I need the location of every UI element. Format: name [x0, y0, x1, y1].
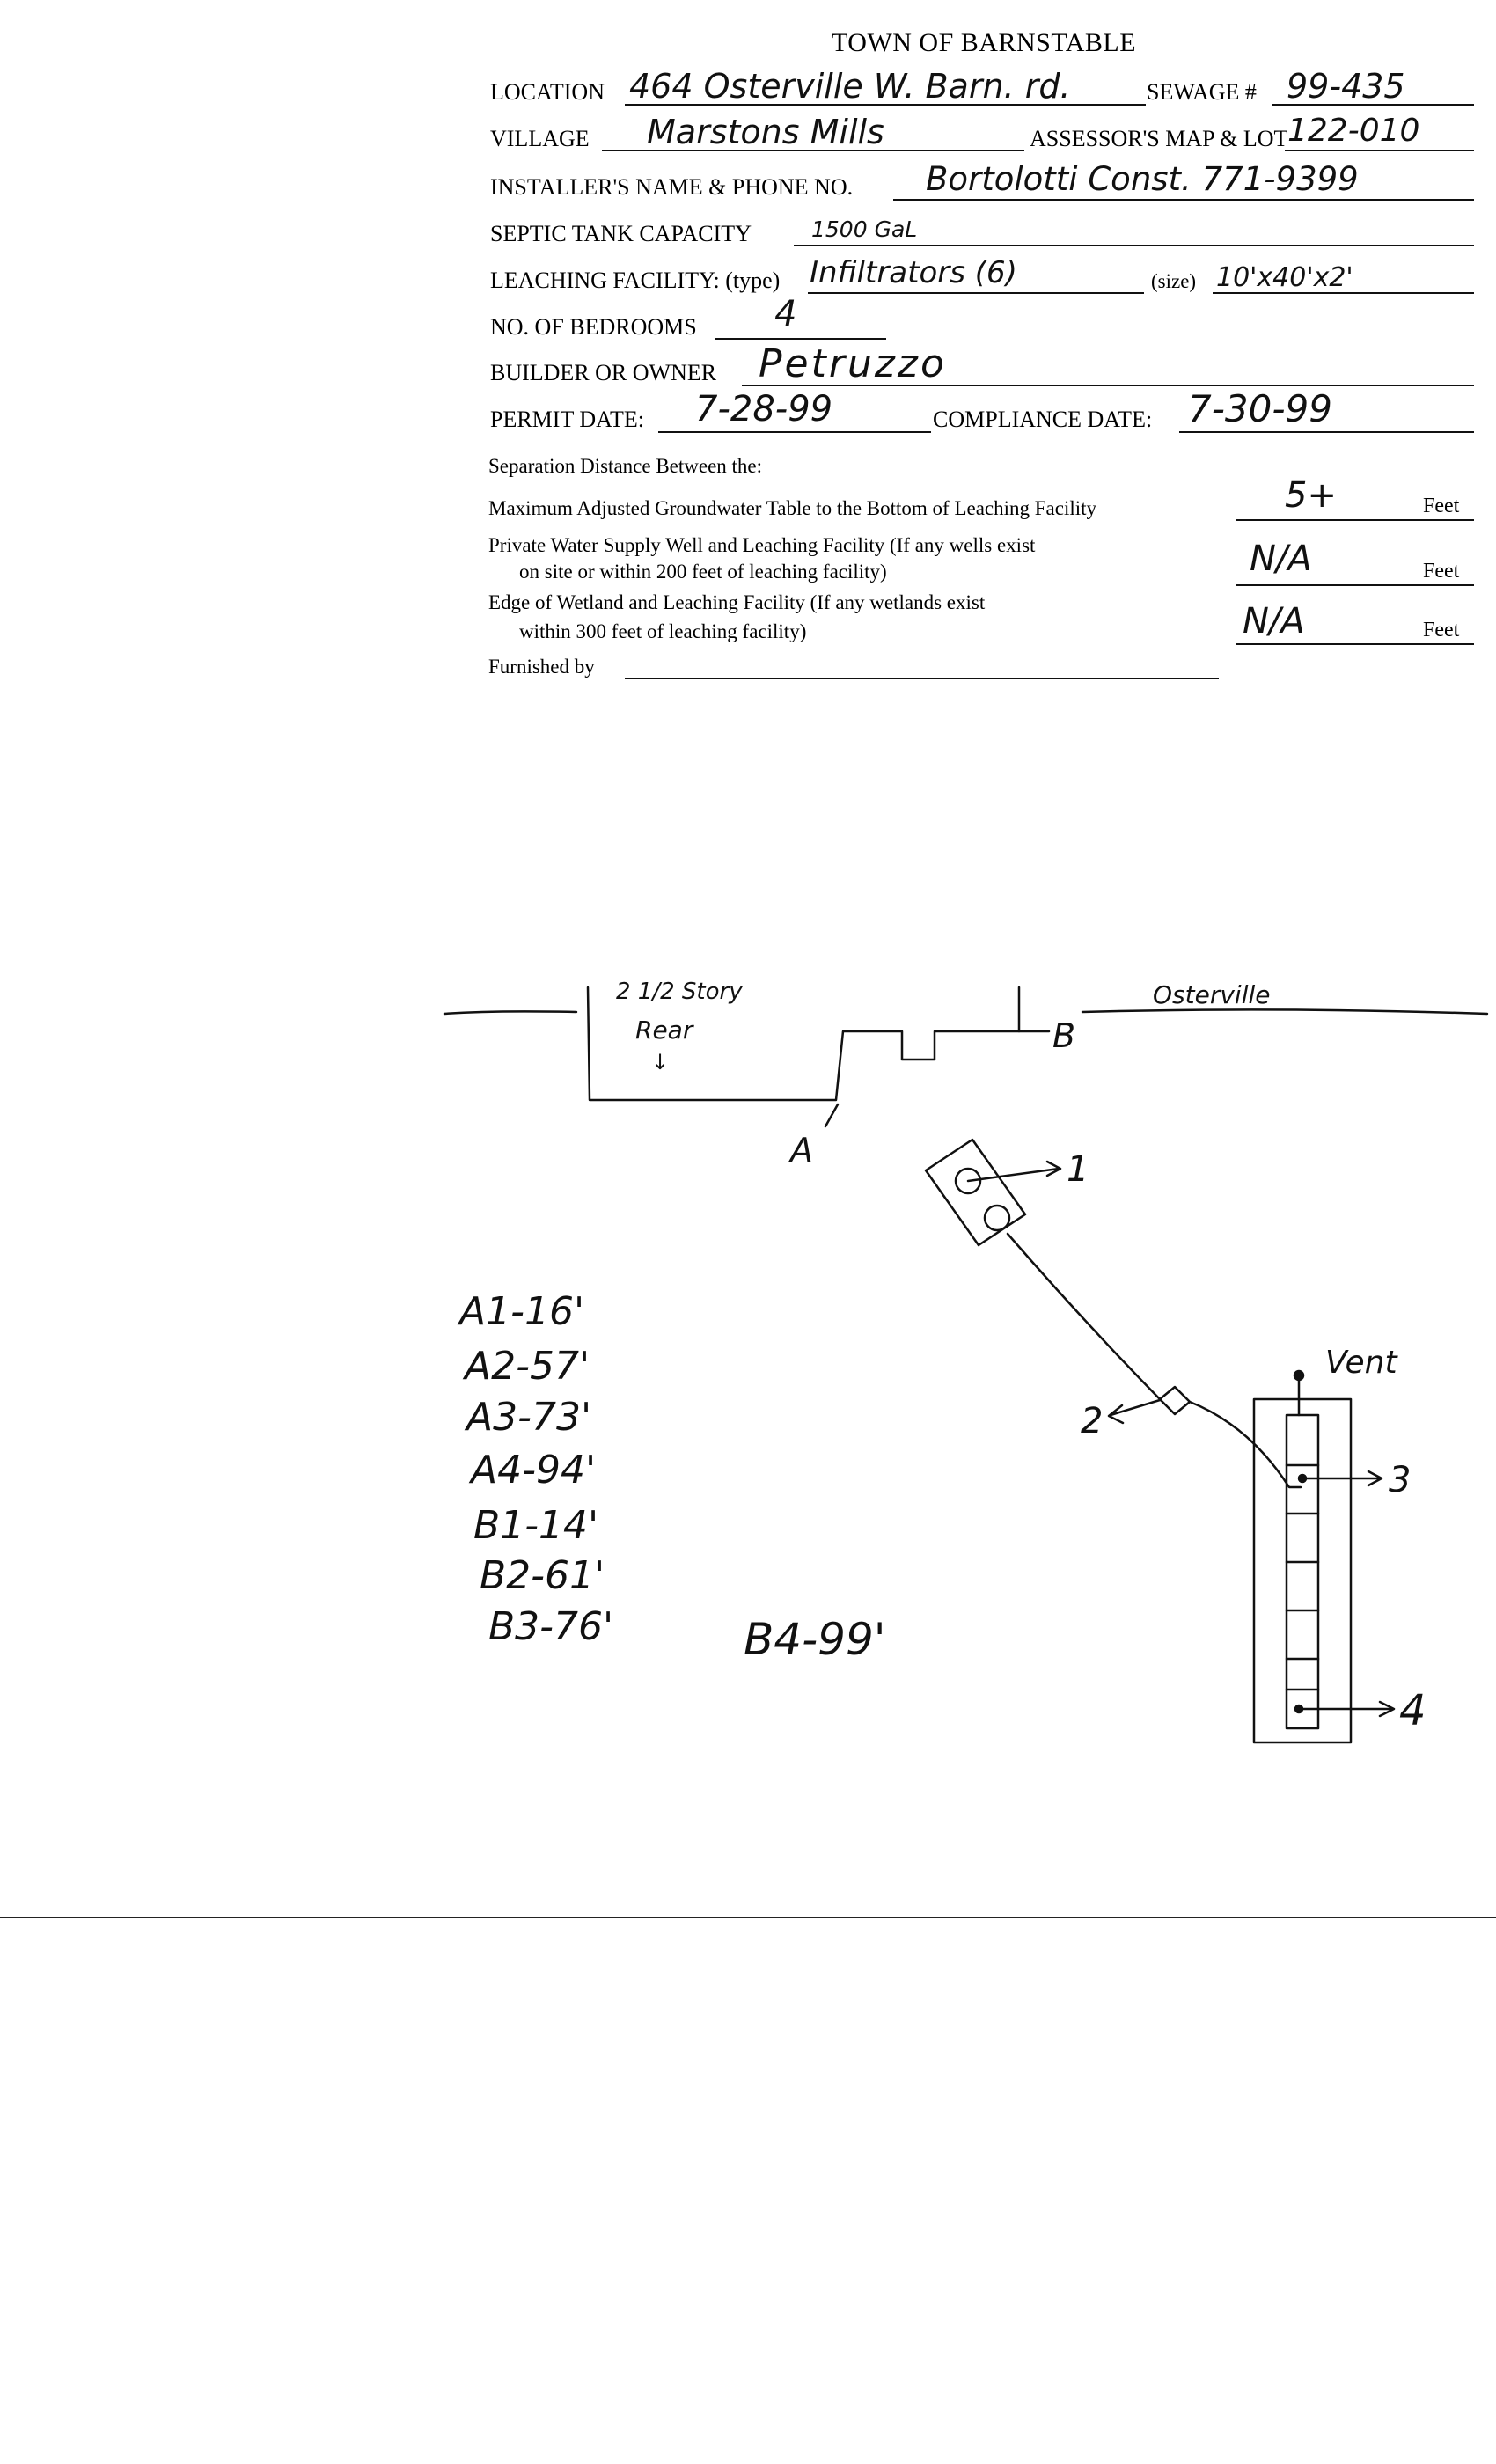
- permit-date-label: PERMIT DATE:: [490, 407, 645, 432]
- form-title: TOWN OF BARNSTABLE: [832, 28, 1137, 57]
- leaching-field-outer: [1252, 1397, 1353, 1744]
- septic-tank-outline: [924, 1138, 1027, 1247]
- compliance-date-value: 7-30-99: [1188, 387, 1332, 430]
- installer-line: [893, 199, 1474, 201]
- furnished-by-line: [625, 678, 1219, 679]
- compliance-date-line: [1179, 431, 1474, 433]
- tank-capacity-value: 1500 GaL: [811, 216, 918, 242]
- pipe-dbox-to-field: [1188, 1400, 1302, 1489]
- wetland-label-line-1: Edge of Wetland and Leaching Facility (I…: [488, 591, 986, 613]
- tank-manhole-2: [983, 1204, 1011, 1232]
- measurement-b3: B3-76': [488, 1604, 613, 1649]
- well-line: [1236, 584, 1474, 586]
- road-line-left: [443, 1010, 578, 1016]
- separation-heading: Separation Distance Between the:: [488, 455, 763, 477]
- permit-date-value: 7-28-99: [695, 389, 833, 429]
- callout-3-arrow: [1301, 1470, 1383, 1487]
- callout-4-label: 4: [1399, 1686, 1426, 1735]
- callout-1-label: 1: [1067, 1149, 1089, 1190]
- callout-1-arrow: [966, 1160, 1062, 1183]
- bedrooms-line: [715, 338, 886, 340]
- leaching-type-label: LEACHING FACILITY: (type): [490, 268, 781, 293]
- callout-3-label: 3: [1389, 1460, 1411, 1500]
- measurement-b4: B4-99': [744, 1614, 886, 1665]
- groundwater-line: [1236, 519, 1474, 521]
- pipe-tank-to-dbox: [1006, 1232, 1162, 1401]
- well-value: N/A: [1250, 539, 1312, 579]
- tank-capacity-label: SEPTIC TANK CAPACITY: [490, 221, 752, 246]
- tank-manhole-1: [954, 1167, 982, 1195]
- village-line: [602, 150, 1024, 151]
- compliance-date-label: COMPLIANCE DATE:: [933, 407, 1153, 432]
- callout-3-dot: [1297, 1473, 1308, 1484]
- measurement-b1: B1-14': [473, 1503, 598, 1548]
- house-arrow-down: ↓: [651, 1050, 669, 1074]
- bedrooms-value: 4: [774, 294, 797, 334]
- village-label: VILLAGE: [490, 126, 590, 151]
- village-value: Marstons Mills: [647, 113, 884, 151]
- point-a-stroke: [824, 1103, 840, 1128]
- location-line: [625, 104, 1146, 106]
- installer-label: INSTALLER'S NAME & PHONE NO.: [490, 174, 854, 200]
- sewage-value: 99-435: [1287, 67, 1405, 106]
- leaching-type-value: Infiltrators (6): [810, 255, 1017, 290]
- furnished-by-label: Furnished by: [488, 656, 595, 678]
- location-value: 464 Osterville W. Barn. rd.: [629, 67, 1071, 106]
- wetland-feet: Feet: [1423, 619, 1460, 642]
- tank-capacity-line: [794, 245, 1474, 246]
- location-label: LOCATION: [490, 79, 605, 105]
- groundwater-feet: Feet: [1423, 495, 1460, 517]
- wetland-line: [1236, 643, 1474, 645]
- road-line-right: [1081, 1008, 1489, 1016]
- callout-2-label: 2: [1081, 1401, 1103, 1441]
- measurement-a1: A1-16': [457, 1289, 584, 1334]
- owner-label: BUILDER OR OWNER: [490, 360, 717, 385]
- size-line: [1213, 292, 1474, 294]
- groundwater-value: 5+: [1285, 475, 1337, 516]
- size-label: (size): [1151, 270, 1197, 292]
- callout-2-arrow: [1107, 1398, 1162, 1425]
- wetland-label-line-2: within 300 feet of leaching facility): [519, 620, 807, 642]
- callout-4-arrow: [1297, 1700, 1396, 1718]
- vent-label: Vent: [1325, 1345, 1398, 1381]
- well-feet: Feet: [1423, 560, 1460, 583]
- house-label-top: 2 1/2 Story: [616, 979, 743, 1005]
- distribution-box: [1158, 1385, 1192, 1416]
- map-lot-label: ASSESSOR'S MAP & LOT: [1030, 126, 1288, 151]
- well-label-line-2: on site or within 200 feet of leaching f…: [519, 561, 887, 583]
- installer-value: Bortolotti Const. 771-9399: [926, 160, 1359, 198]
- measurement-a3: A3-73': [464, 1395, 591, 1440]
- sewage-label: SEWAGE #: [1147, 79, 1257, 105]
- groundwater-label: Maximum Adjusted Groundwater Table to th…: [488, 497, 1097, 519]
- point-a-label: A: [788, 1131, 813, 1170]
- map-lot-value: 122-010: [1287, 113, 1420, 149]
- leaching-field-inner: [1285, 1413, 1320, 1730]
- measurement-b2: B2-61': [480, 1553, 605, 1598]
- site-sketch-drawing: 2 1/2 Story Rear ↓ Osterville A B Vent 1…: [443, 979, 1489, 1744]
- owner-value: Petruzzo: [759, 341, 947, 386]
- owner-line: [742, 385, 1474, 386]
- leaching-type-line: [808, 292, 1144, 294]
- house-label-rear: Rear: [635, 1016, 694, 1045]
- sewage-line: [1272, 104, 1474, 106]
- wetland-value: N/A: [1243, 601, 1305, 642]
- well-label-line-1: Private Water Supply Well and Leaching F…: [488, 534, 1036, 556]
- callout-4-dot: [1294, 1704, 1304, 1714]
- page-bottom-rule: [0, 1917, 1496, 1918]
- measurement-a2: A2-57': [462, 1344, 590, 1389]
- size-value: 10'x40'x2': [1216, 262, 1353, 293]
- bedrooms-label: NO. OF BEDROOMS: [490, 314, 697, 340]
- septic-compliance-form: TOWN OF BARNSTABLE LOCATION 464 Ostervil…: [0, 0, 1496, 704]
- measurement-a4: A4-94': [468, 1448, 596, 1492]
- permit-date-line: [658, 431, 931, 433]
- site-sketch: 2 1/2 Story Rear ↓ Osterville A B Vent 1…: [0, 950, 1496, 1936]
- map-lot-line: [1285, 150, 1474, 151]
- point-b-label: B: [1052, 1016, 1075, 1055]
- house-outline: [586, 986, 1021, 1102]
- vent-cap: [1293, 1369, 1305, 1382]
- leaching-field-chambers: [1285, 1463, 1320, 1691]
- road-label: Osterville: [1153, 980, 1270, 1009]
